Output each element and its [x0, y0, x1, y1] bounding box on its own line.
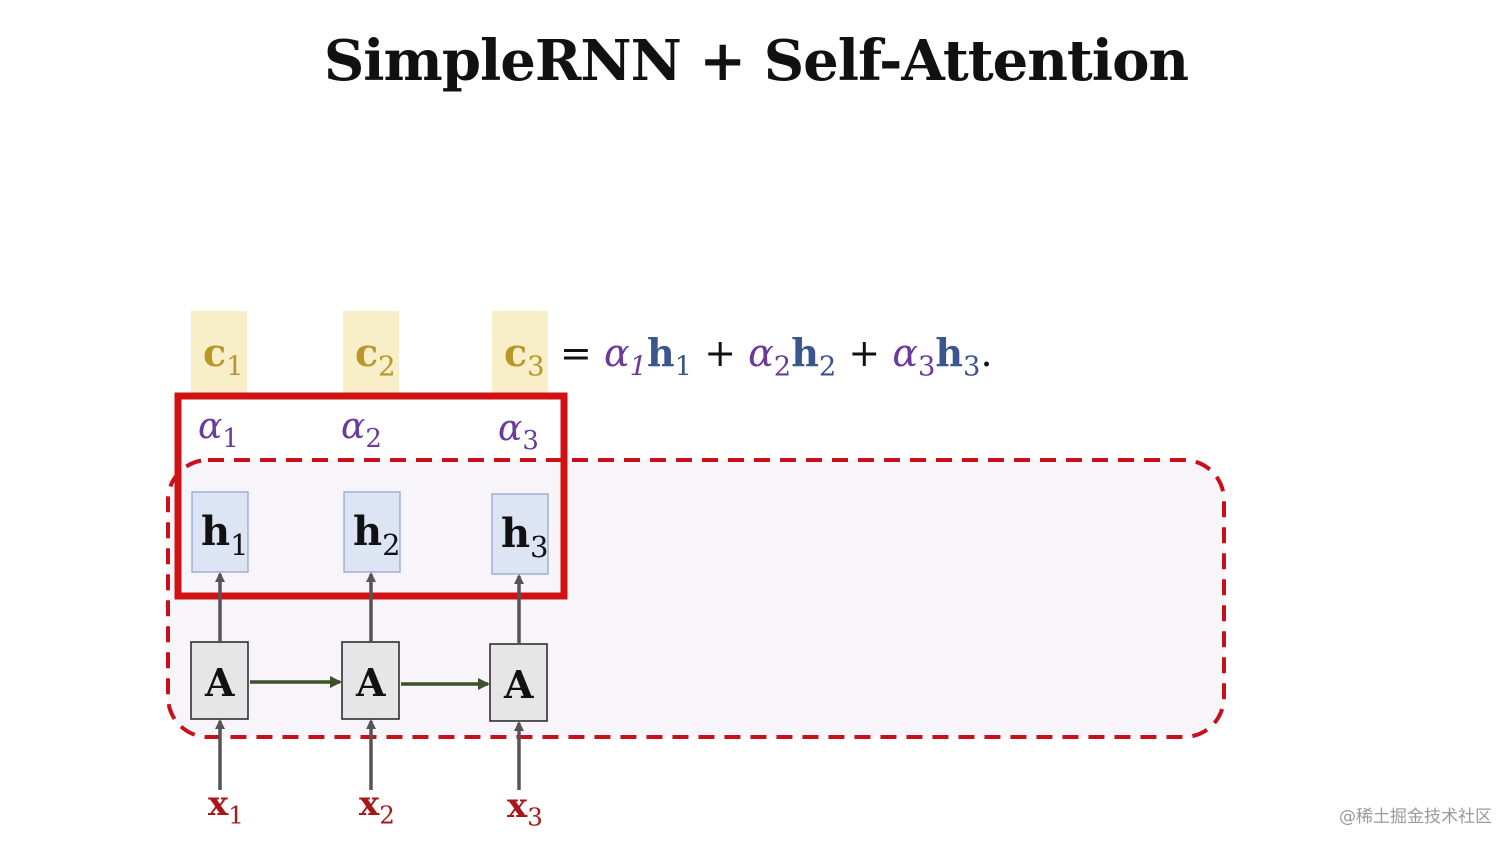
input-label-2: x2 — [359, 784, 395, 830]
context-bg-2 — [343, 311, 399, 393]
rnn-cell-label-3: A — [504, 662, 534, 707]
hidden-box-1 — [191, 491, 249, 573]
rnn-cell-label-1: A — [205, 660, 235, 705]
hidden-box-3 — [491, 493, 549, 575]
context-bg-3 — [492, 311, 548, 393]
watermark: @稀土掘金技术社区 — [1339, 807, 1492, 827]
input-label-1: x1 — [208, 784, 244, 830]
hidden-label-2: h2 — [353, 508, 401, 563]
context-label-2: c2 — [355, 330, 396, 383]
hidden-label-3: h3 — [501, 510, 549, 565]
attention-equation: = α1h1 + α2h2 + α3h3. — [560, 330, 993, 383]
context-bg-1 — [191, 311, 247, 393]
hidden-label-1: h1 — [201, 508, 249, 563]
rnn-cell-box-1 — [190, 641, 249, 720]
rnn-region-dashed — [166, 458, 1226, 739]
input-label-3: x3 — [507, 786, 543, 832]
context-label-3: c3 — [504, 330, 545, 383]
alpha-label-2: α2 — [341, 406, 382, 455]
context-label-1: c1 — [203, 330, 244, 383]
alpha-label-1: α1 — [198, 406, 239, 455]
hidden-box-2 — [343, 491, 401, 573]
rnn-cell-label-2: A — [356, 660, 386, 705]
page-title: SimpleRNN + Self-Attention — [323, 28, 1189, 94]
alpha-label-3: α3 — [498, 408, 539, 457]
